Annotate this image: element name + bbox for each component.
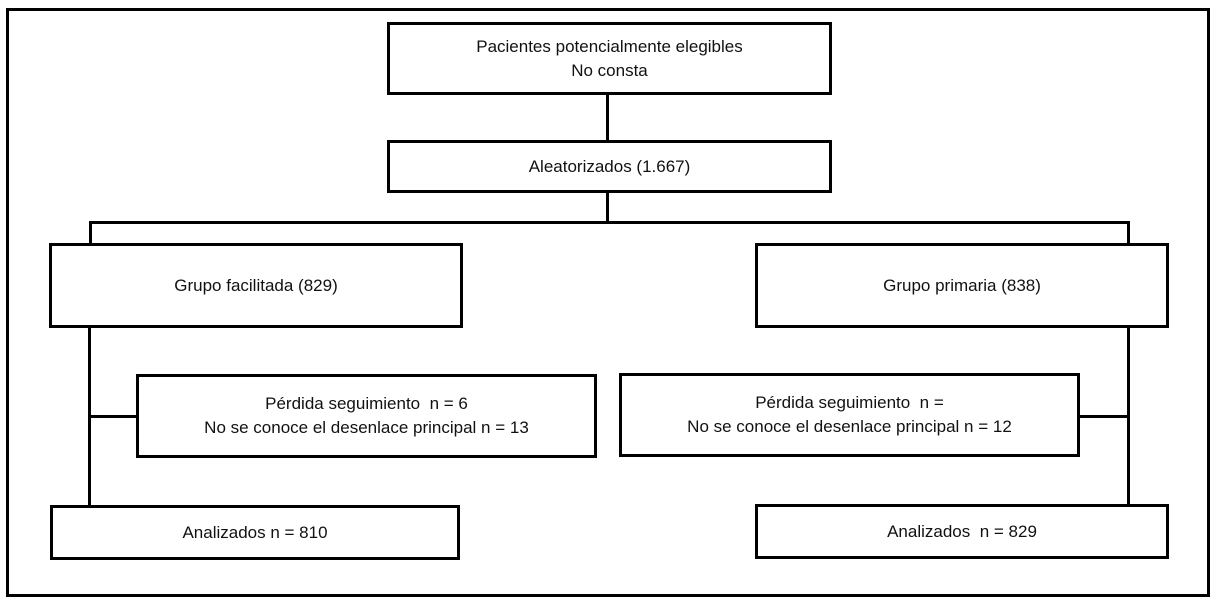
connector-eligible-to-randomized xyxy=(606,95,609,140)
connector-branch-to-group-right xyxy=(1127,221,1130,245)
node-loss-primaria-line1: Pérdida seguimiento n = xyxy=(755,393,944,412)
node-analyzed-facilitada-label: Analizados n = 810 xyxy=(182,522,328,542)
figure-border xyxy=(6,8,1210,597)
node-analyzed-primaria: Analizados n = 829 xyxy=(755,504,1169,559)
node-group-primaria-label: Grupo primaria (838) xyxy=(883,275,1041,295)
node-eligible-line2: No consta xyxy=(571,60,648,80)
connector-randomized-to-branch xyxy=(606,193,609,221)
node-group-facilitada: Grupo facilitada (829) xyxy=(49,243,463,328)
node-eligible-patients: Pacientes potencialmente elegibles No co… xyxy=(387,22,832,95)
node-group-facilitada-label: Grupo facilitada (829) xyxy=(174,275,338,295)
node-loss-facilitada-line2: No se conoce el desenlace principal n = … xyxy=(204,418,529,437)
connector-stub-loss-right xyxy=(1078,415,1129,418)
node-eligible-line1: Pacientes potencialmente elegibles xyxy=(476,36,743,56)
node-loss-facilitada: Pérdida seguimiento n = 6 No se conoce e… xyxy=(136,374,597,458)
connector-stub-loss-left xyxy=(88,415,138,418)
node-group-primaria: Grupo primaria (838) xyxy=(755,243,1169,328)
node-loss-primaria: Pérdida seguimiento n = No se conoce el … xyxy=(619,373,1080,457)
node-analyzed-facilitada: Analizados n = 810 xyxy=(50,505,460,560)
connector-branch-horizontal xyxy=(89,221,1130,224)
node-loss-facilitada-line1: Pérdida seguimiento n = 6 xyxy=(265,394,468,413)
node-randomized-label: Aleatorizados (1.667) xyxy=(528,156,691,176)
node-randomized: Aleatorizados (1.667) xyxy=(387,140,832,193)
node-loss-primaria-line2: No se conoce el desenlace principal n = … xyxy=(687,417,1012,436)
node-analyzed-primaria-label: Analizados n = 829 xyxy=(887,521,1037,541)
connector-branch-to-group-left xyxy=(89,221,92,245)
